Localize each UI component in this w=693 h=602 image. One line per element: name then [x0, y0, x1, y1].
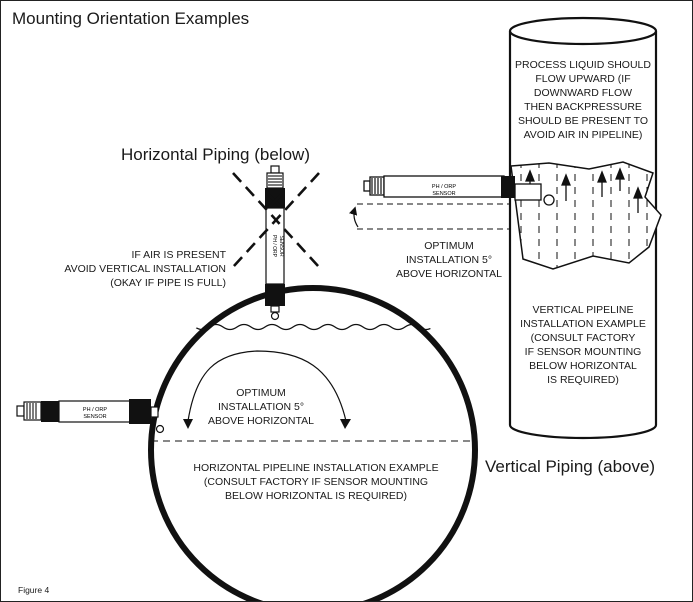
avoid-sensor-label-line2: SENSOR [278, 235, 284, 257]
horizontal-pipe [148, 285, 478, 601]
optimum-installation-note-vertical: OPTIMUM INSTALLATION 5° ABOVE HORIZONTAL [396, 240, 502, 280]
ph-orp-sensor-horizontal-pipe: PH / ORP SENSOR [16, 399, 165, 434]
angle-range-arc [187, 350, 347, 422]
vertical-piping-heading: Vertical Piping (above) [485, 457, 656, 476]
ph-orp-sensor-vertical-avoid: PH / ORP SENSOR [232, 165, 320, 321]
liquid-surface-wave [180, 323, 462, 331]
avoid-x-mark [232, 172, 320, 268]
air-warning-note: IF AIR IS PRESENT AVOID VERTICAL INSTALL… [64, 249, 226, 289]
left-sensor-label-line2: SENSOR [83, 414, 106, 420]
vertical-pipeline-example-note: VERTICAL PIPELINE INSTALLATION EXAMPLE (… [520, 304, 646, 386]
flow-direction-note: PROCESS LIQUID SHOULD FLOW UPWARD (IF DO… [515, 59, 651, 141]
vertical-sensor-label-line1: PH / ORP [432, 184, 456, 190]
vertical-sensor-label-line2: SENSOR [432, 191, 455, 197]
horizontal-piping-heading: Horizontal Piping (below) [121, 145, 310, 164]
angle-arrow [349, 206, 359, 228]
diagram-title: Mounting Orientation Examples [12, 9, 250, 28]
figure-label: Figure 4 [18, 585, 50, 595]
ph-orp-sensor-vertical-pipe: PH / ORP SENSOR [349, 175, 555, 230]
avoid-sensor-label-line1: PH / ORP [271, 235, 277, 258]
optimum-installation-note-horizontal: OPTIMUM INSTALLATION 5° ABOVE HORIZONTAL [208, 387, 314, 427]
horizontal-pipeline-example-note: HORIZONTAL PIPELINE INSTALLATION EXAMPLE… [193, 462, 439, 502]
flow-arrows [525, 167, 643, 213]
left-sensor-label-line1: PH / ORP [83, 407, 107, 413]
vertical-pipe [508, 16, 662, 440]
